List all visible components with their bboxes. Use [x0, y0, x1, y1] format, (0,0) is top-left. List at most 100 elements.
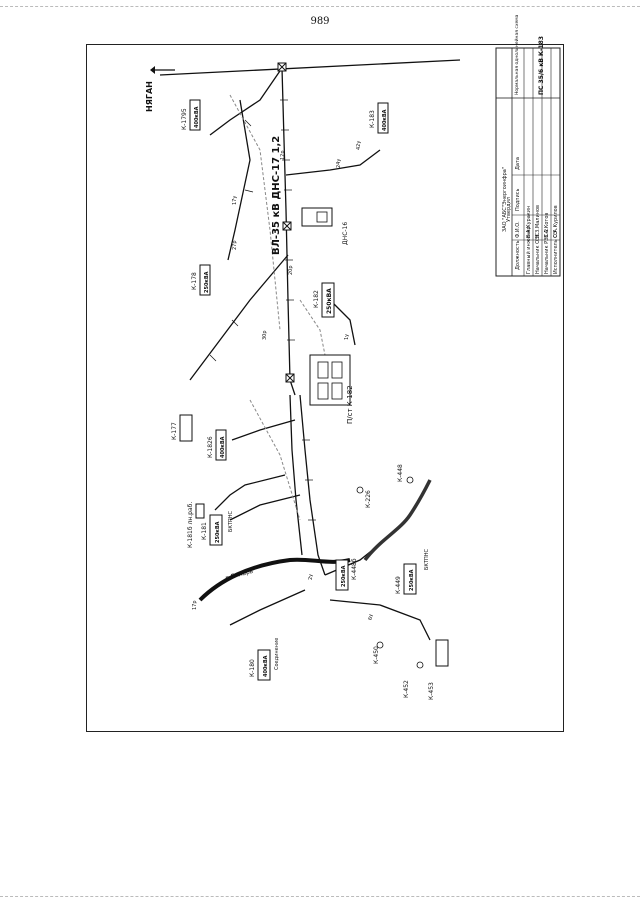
- svg-text:24у: 24у: [336, 159, 342, 168]
- feeder-south: [299, 394, 326, 576]
- substation-k1795: 400кВА К-1795: [181, 99, 201, 131]
- svg-text:К-177: К-177: [171, 422, 178, 440]
- branch-k1795: [209, 67, 283, 136]
- svg-text:К-181б лн.раб.: К-181б лн.раб.: [187, 502, 194, 548]
- substation-k182: 250кВА К-182: [313, 282, 335, 318]
- svg-text:400кВА: 400кВА: [194, 106, 200, 128]
- tb-name-2: Э.З.Малинов: [535, 205, 541, 238]
- main-feeder: [281, 67, 296, 396]
- branch-k181: [229, 494, 301, 521]
- feeder-south-2: [289, 394, 303, 556]
- svg-text:17р: 17р: [192, 600, 198, 610]
- tb-role-3: Начальник РЭС-2: [544, 229, 550, 274]
- branch-k180: [229, 589, 306, 626]
- svg-text:250кВА: 250кВА: [215, 521, 221, 543]
- well-k450: [376, 641, 384, 649]
- svg-text:250кВА: 250кВА: [326, 288, 333, 314]
- well-k448: [406, 476, 414, 484]
- svg-text:К-448б: К-448б: [351, 558, 358, 580]
- tb-role-1: Главный инженер: [525, 226, 532, 274]
- well-label-k226: К-226: [365, 490, 372, 508]
- tb-role-4: Исполнитель СЭ: [553, 230, 559, 274]
- svg-text:250кВА: 250кВА: [204, 271, 210, 293]
- substation-k177: К-177: [171, 414, 193, 442]
- well-k226: [356, 486, 364, 494]
- svg-text:К-182: К-182: [313, 290, 320, 308]
- well-label-k452: К-452: [403, 680, 410, 698]
- tb-role-2: Начальник ОЭС: [535, 232, 541, 274]
- pole-markers: [209, 99, 316, 521]
- svg-text:К-1795: К-1795: [181, 108, 188, 130]
- tb-name-3: З.А.Котов: [544, 213, 550, 238]
- svg-text:42у: 42у: [356, 141, 362, 150]
- tb-name-1: В.А.Куракин: [526, 206, 532, 238]
- svg-text:1у: 1у: [344, 334, 350, 340]
- substation-k181: 250кВА К-181: [201, 514, 223, 546]
- substation-k180: 400кВА К-180: [249, 649, 271, 681]
- branch-k178: [227, 99, 251, 261]
- svg-text:К-183: К-183: [369, 110, 376, 128]
- substation-k449: 250кВА К-449: [395, 563, 417, 595]
- svg-text:250кВА: 250кВА: [341, 565, 347, 587]
- dns-label: ДНС-16: [342, 222, 349, 245]
- branch-k1816: [214, 474, 286, 511]
- scan-edge-bottom: [0, 896, 640, 897]
- svg-text:2у: 2у: [308, 574, 314, 580]
- substation-k1826: 400кВА К-1826: [207, 429, 227, 461]
- label-sktpns-2: БКТПНС: [424, 548, 430, 570]
- breakers: [277, 62, 295, 383]
- branch-k183: [285, 149, 381, 176]
- svg-text:400кВА: 400кВА: [382, 109, 388, 131]
- branch-k1826: [231, 419, 296, 441]
- pst-k182-switchgear: [309, 354, 351, 406]
- substation-k4486: 250кВА К-448б: [335, 558, 358, 591]
- substation-k178: 250кВА К-178: [191, 264, 211, 296]
- svg-text:27р: 27р: [232, 240, 238, 250]
- svg-text:К-1826: К-1826: [207, 436, 214, 458]
- tb-header-role: Должность: [515, 240, 521, 270]
- direction-label: НЯГАН: [145, 81, 154, 112]
- tb-company: ЗАО "АБС"Энергоинфра": [502, 167, 508, 232]
- svg-text:К-181: К-181: [201, 522, 208, 540]
- well-label-k448: К-448: [397, 464, 404, 482]
- river-path-east: [363, 479, 432, 562]
- branch-k182: [329, 299, 356, 346]
- power-lines: [159, 59, 461, 641]
- substation-k183: 400кВА К-183: [369, 102, 389, 134]
- branch-k453: [329, 599, 431, 641]
- river-path: [198, 557, 351, 602]
- river-label: р.Енпарь: [225, 568, 255, 582]
- svg-text:250кВА: 250кВА: [409, 569, 415, 591]
- line-35kv-top: [159, 59, 461, 76]
- svg-text:17у: 17у: [232, 196, 238, 205]
- substation-k453: К-453: [428, 639, 449, 700]
- svg-text:6у: 6у: [368, 614, 374, 620]
- pole-labels: 17у 12р 20р 27р 24у 30р 17р 42у 1у 2у 6у: [192, 141, 374, 620]
- svg-text:400кВА: 400кВА: [220, 436, 226, 458]
- tb-header-name: Ф.И.О.: [515, 221, 521, 238]
- label-sktpns-1: БКТПНС: [228, 510, 234, 532]
- svg-text:К-453: К-453: [428, 682, 435, 700]
- well-k452: [416, 661, 424, 669]
- tb-header-sign: Подпись: [515, 188, 521, 211]
- pst-label: П/ст К-182: [346, 385, 354, 424]
- tb-doc-label: Нормальная однолинейная схема: [513, 14, 520, 95]
- branch-k177: [189, 254, 289, 381]
- arrow-icon: [150, 66, 155, 74]
- svg-text:20р: 20р: [288, 265, 294, 275]
- drawing-frame: [86, 44, 564, 732]
- svg-text:К-178: К-178: [191, 272, 198, 290]
- svg-text:К-449: К-449: [395, 576, 402, 594]
- main-line-label: ВЛ-35 кВ ДНС-17 1,2: [271, 136, 282, 255]
- tb-name-4: О.А.Курилов: [553, 205, 559, 238]
- svg-text:30р: 30р: [262, 330, 268, 340]
- svg-text:К-180: К-180: [249, 659, 256, 677]
- wells: [356, 476, 424, 669]
- svg-text:400кВА: 400кВА: [263, 655, 269, 677]
- scan-edge-top: [0, 6, 640, 7]
- substation-k1816: К-181б лн.раб.: [187, 502, 205, 548]
- tb-header-group: Утвердил: [506, 197, 512, 222]
- title-block: ЗАО "АБС"Энергоинфра" Должность Ф.И.О. П…: [495, 14, 561, 277]
- svg-text:12р: 12р: [280, 150, 286, 160]
- tb-header-date: Дата: [515, 157, 521, 170]
